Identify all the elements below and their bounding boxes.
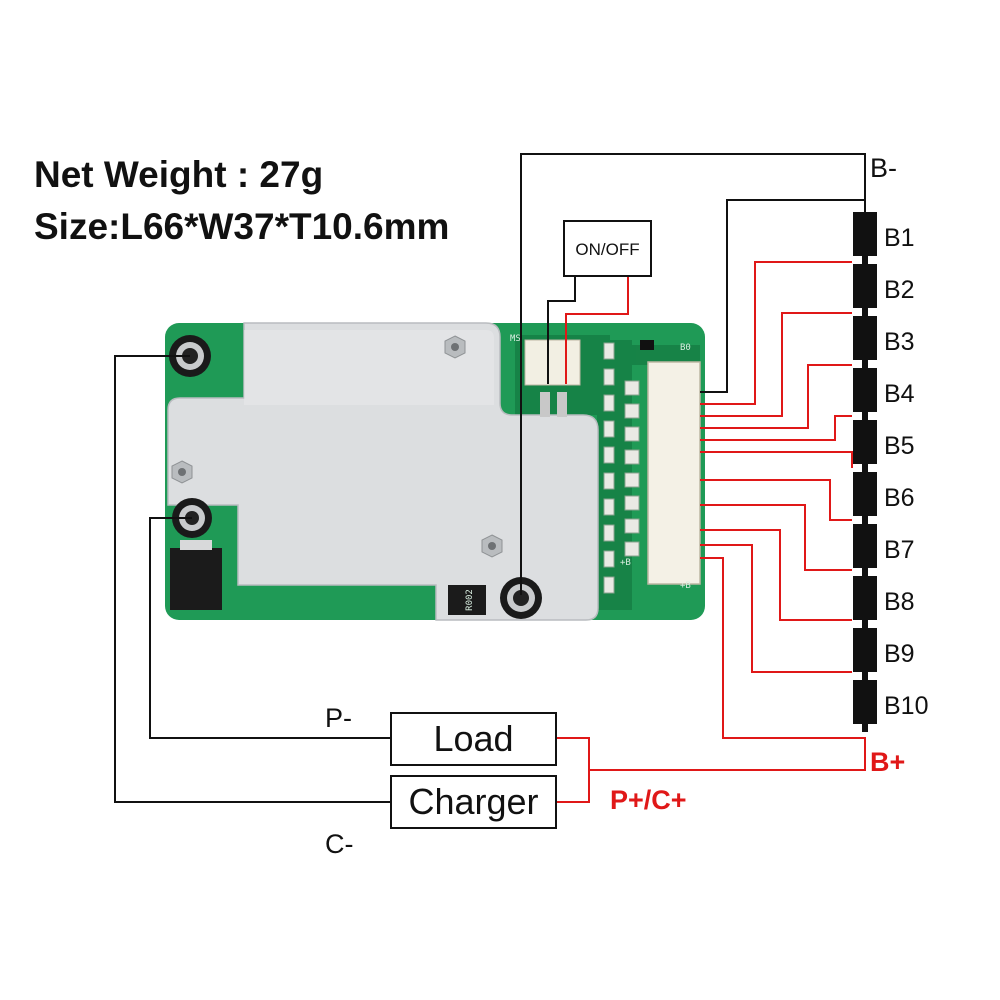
wire-balance-b4: [700, 364, 852, 429]
resistor-label: R002: [465, 589, 475, 611]
wire-b1: [700, 199, 865, 393]
eyelet-b-minus: [500, 577, 542, 619]
shunt-resistor: [448, 585, 486, 615]
wire-balance-b6: [700, 451, 853, 468]
cell-label-b8: B8: [884, 588, 915, 616]
p-plus-c-plus-label: P+/C+: [610, 785, 687, 815]
wire-balance-b3: [700, 312, 852, 417]
cell-terminal-b4: [862, 412, 868, 420]
cell-label-b6: B6: [884, 484, 915, 512]
wire-balance-b9: [700, 529, 852, 621]
cell-label-b10: B10: [884, 692, 928, 720]
wire-p-minus: [149, 517, 391, 739]
net-weight-text: Net Weight : 27g: [34, 154, 324, 195]
cell-terminal-b3: [862, 360, 868, 368]
cell-terminal-b5: [862, 464, 868, 472]
silk-b0: B0: [680, 343, 691, 353]
screw-left: [171, 460, 193, 484]
wire-balance-b7: [700, 479, 852, 521]
cell-label-b2: B2: [884, 276, 915, 304]
wires: [114, 153, 866, 803]
cell-b9: [853, 628, 877, 672]
silk-plus-b-right: +B: [680, 581, 691, 591]
load-box-group: Load: [390, 712, 557, 766]
p-minus-label: P-: [325, 703, 352, 733]
cell-terminal-b10: [862, 724, 868, 732]
b-minus-label: B-: [870, 153, 897, 183]
wire-balance-b2: [700, 261, 852, 405]
wire-b-minus: [520, 153, 866, 595]
cell-terminal-b6: [862, 516, 868, 524]
cell-b8: [853, 576, 877, 620]
wire-balance-b8: [700, 504, 852, 571]
size-text: Size:L66*W37*T10.6mm: [34, 206, 450, 247]
b-plus-label: B+: [870, 747, 905, 777]
cell-terminal-b7: [862, 568, 868, 576]
load-label: Load: [433, 718, 513, 759]
wire-balance-b10: [700, 544, 852, 673]
load-box: [390, 712, 557, 766]
cell-label-b5: B5: [884, 432, 915, 460]
pcb-board: R002 MS B0: [165, 322, 705, 621]
screw-top: [444, 335, 466, 359]
balance-connector: [647, 361, 701, 585]
cell-b4: [853, 368, 877, 412]
cell-terminal-b9: [862, 672, 868, 680]
cell-b5: [853, 420, 877, 464]
c-minus-label: C-: [325, 829, 354, 859]
charger-label: Charger: [408, 781, 538, 822]
silk-plus-b-left: +B: [620, 558, 631, 568]
wire-switch-red: [565, 276, 629, 384]
cell-b3: [853, 316, 877, 360]
cell-b7: [853, 524, 877, 568]
wire-c-minus: [114, 355, 391, 803]
cell-b1: [853, 212, 877, 256]
cell-label-b7: B7: [884, 536, 915, 564]
on-off-switch: ON/OFF: [563, 220, 652, 277]
pcb-pads: [603, 342, 640, 594]
wire-balance-b5: [700, 415, 852, 441]
wire-b-plus: [589, 557, 866, 771]
cell-label-b9: B9: [884, 640, 915, 668]
silk-ms: MS: [510, 334, 521, 344]
on-off-label: ON/OFF: [575, 240, 639, 259]
cell-label-b1: B1: [884, 224, 915, 252]
on-off-box: [563, 220, 652, 277]
wire-switch-black: [547, 276, 576, 384]
wire-load-plus: [556, 737, 590, 803]
cell-label-b4: B4: [884, 380, 915, 408]
cell-label-b3: B3: [884, 328, 915, 356]
charger-box-group: Charger: [390, 775, 557, 829]
cell-terminal-b2: [862, 308, 868, 316]
screw-bottom: [481, 534, 503, 558]
cell-b2: [853, 264, 877, 308]
cell-b6: [853, 472, 877, 516]
switch-connector: [524, 339, 581, 386]
diode-component: [170, 548, 222, 610]
cell-b10: [853, 680, 877, 724]
charger-box: [390, 775, 557, 829]
cell-terminal-b8: [862, 620, 868, 628]
cell-terminal-b1: [862, 256, 868, 264]
